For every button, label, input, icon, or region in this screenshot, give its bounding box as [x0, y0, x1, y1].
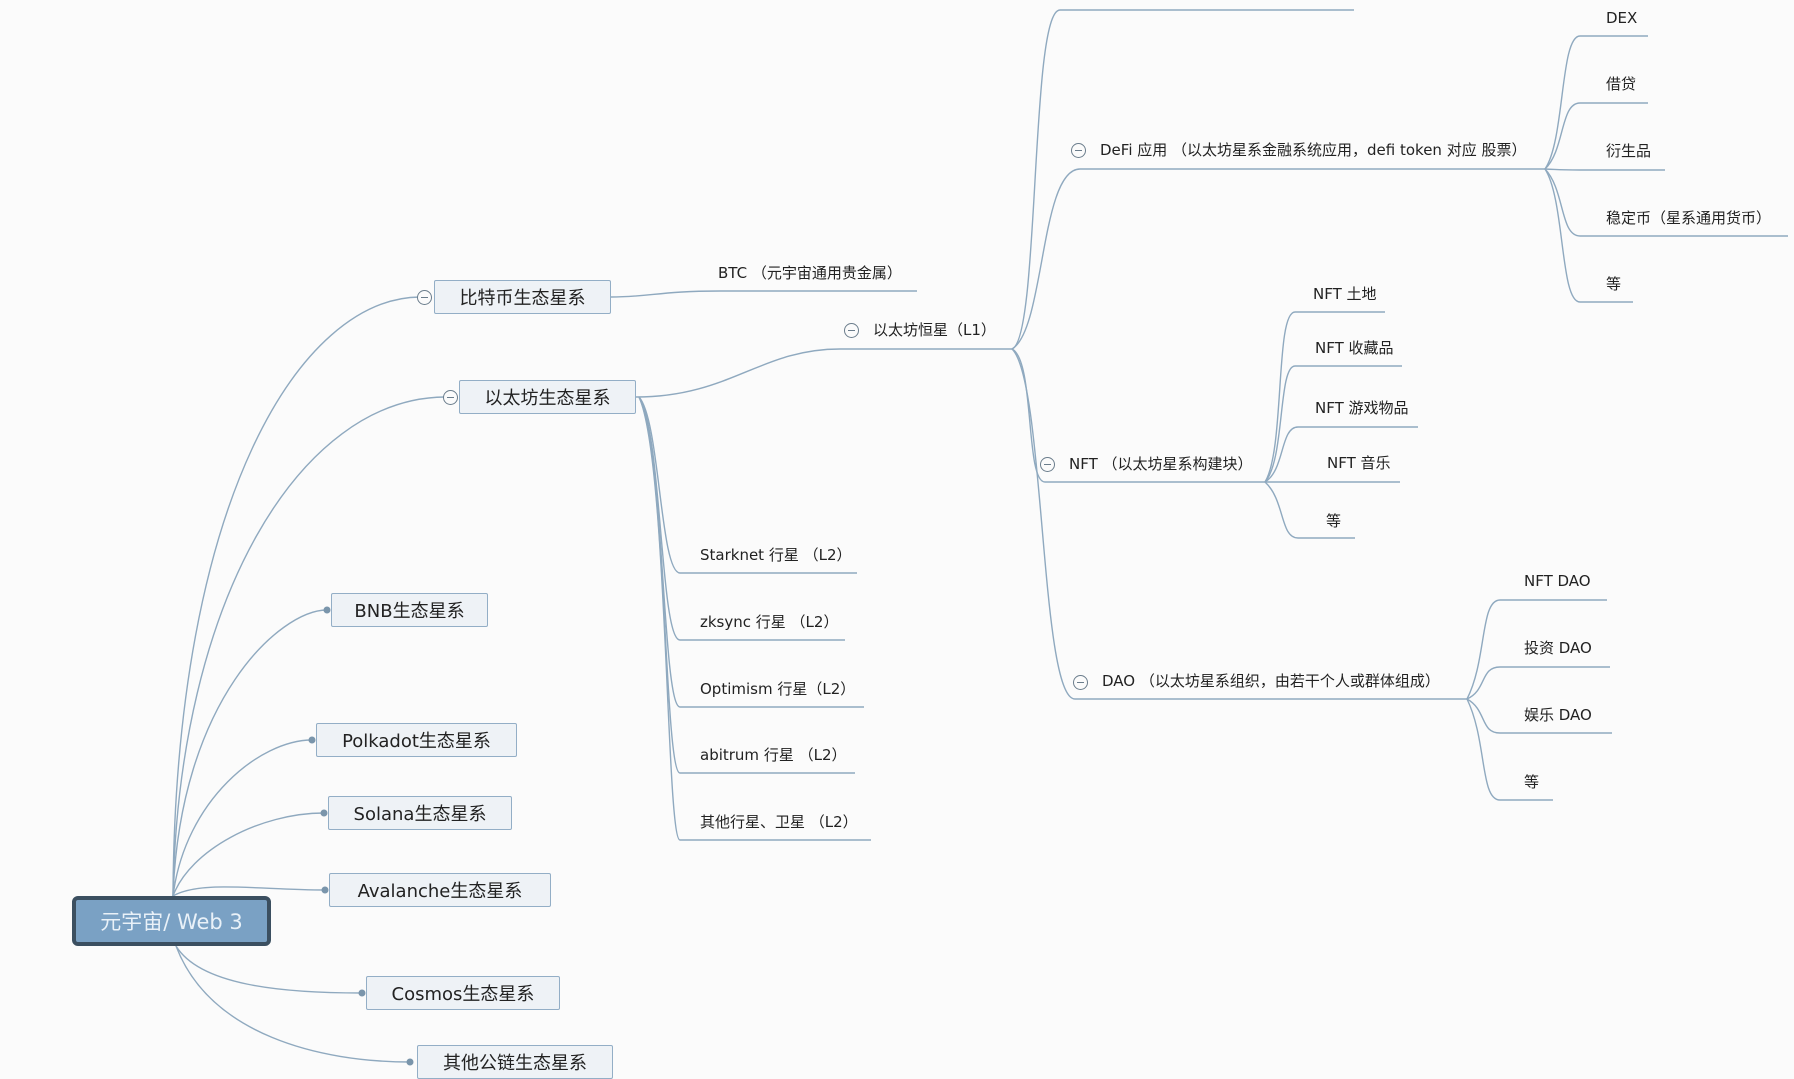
- connector-dot: [320, 809, 328, 817]
- branch-solana[interactable]: Solana生态星系: [328, 796, 512, 830]
- branch-polkadot[interactable]: Polkadot生态星系: [316, 723, 517, 757]
- collapse-toggle-icon[interactable]: [1071, 143, 1086, 158]
- branch-bnb[interactable]: BNB生态星系: [331, 593, 488, 627]
- connector: [175, 945, 363, 994]
- connector: [1544, 168, 1633, 303]
- topic-l2[interactable]: 其他行星、卫星 （L2）: [700, 813, 858, 831]
- connector: [638, 396, 855, 774]
- collapse-toggle-icon[interactable]: [844, 323, 859, 338]
- topic-dao-item[interactable]: 娱乐 DAO: [1524, 706, 1592, 724]
- topic-defi-item[interactable]: 等: [1606, 275, 1622, 293]
- connector: [1011, 348, 1265, 483]
- connector: [1544, 168, 1665, 171]
- collapse-toggle-icon[interactable]: [1073, 675, 1088, 690]
- topic-l2[interactable]: abitrum 行星 （L2）: [700, 746, 847, 764]
- connector: [1264, 365, 1402, 483]
- collapse-toggle-icon[interactable]: [443, 390, 458, 405]
- topic-btc[interactable]: BTC （元宇宙通用贵金属）: [718, 264, 902, 282]
- branch-cosmos[interactable]: Cosmos生态星系: [366, 976, 560, 1010]
- topic-defi-item[interactable]: 稳定币（星系通用货币）: [1606, 209, 1772, 227]
- topic-defi-item[interactable]: 借贷: [1606, 75, 1637, 93]
- connector: [172, 812, 325, 897]
- branch-label: Cosmos生态星系: [391, 984, 535, 1005]
- branch-label: 比特币生态星系: [459, 288, 586, 309]
- topic-dao-item[interactable]: 等: [1524, 773, 1540, 791]
- topic-l2[interactable]: zksync 行星 （L2）: [700, 613, 839, 631]
- connector-dot: [406, 1058, 414, 1066]
- collapse-toggle-icon[interactable]: [1040, 457, 1055, 472]
- connector: [1011, 9, 1354, 350]
- connector: [1466, 599, 1607, 700]
- connector: [610, 290, 917, 298]
- connector: [172, 886, 326, 897]
- connector-dot: [323, 606, 331, 614]
- topic-l2[interactable]: Starknet 行星 （L2）: [700, 546, 852, 564]
- branch-btc[interactable]: 比特币生态星系: [434, 280, 611, 314]
- connector: [175, 945, 411, 1063]
- connector-dot: [308, 736, 316, 744]
- connector: [1011, 348, 1467, 700]
- branch-eth[interactable]: 以太坊生态星系: [459, 380, 636, 414]
- connector: [1011, 168, 1545, 350]
- branch-label: 以太坊生态星系: [484, 388, 611, 409]
- branch-label: BNB生态星系: [354, 601, 465, 622]
- connector: [172, 296, 421, 897]
- branch-label: 其他公链生态星系: [443, 1053, 587, 1074]
- connector: [1544, 102, 1648, 170]
- connector: [1466, 666, 1610, 700]
- root-label: 元宇宙/ Web 3: [100, 910, 243, 934]
- topic-nft-item[interactable]: 等: [1326, 512, 1342, 530]
- connector: [1466, 698, 1612, 734]
- connector: [1544, 35, 1648, 170]
- branch-other[interactable]: 其他公链生态星系: [417, 1045, 613, 1079]
- topic-defi-item[interactable]: 衍生品: [1606, 142, 1652, 160]
- topic-dao-item[interactable]: NFT DAO: [1524, 572, 1591, 590]
- connector: [638, 396, 871, 841]
- topic-nft-item[interactable]: NFT 收藏品: [1315, 339, 1394, 357]
- connector: [1466, 698, 1553, 801]
- connector: [638, 396, 857, 574]
- connector: [1544, 168, 1788, 237]
- branch-label: Solana生态星系: [353, 804, 487, 825]
- branch-label: Avalanche生态星系: [357, 881, 523, 902]
- topic-defi-item[interactable]: DEX: [1606, 9, 1638, 27]
- connector-dot: [358, 989, 366, 997]
- topic-nft-item[interactable]: NFT 音乐: [1327, 454, 1391, 472]
- topic-defi[interactable]: DeFi 应用 （以太坊星系金融系统应用，defi token 对应 股票）: [1100, 141, 1527, 159]
- topic-dao[interactable]: DAO （以太坊星系组织，由若干个人或群体组成）: [1102, 672, 1440, 690]
- topic-nft-item[interactable]: NFT 游戏物品: [1315, 399, 1409, 417]
- connector: [1264, 426, 1418, 483]
- connector: [635, 348, 1012, 398]
- branch-label: Polkadot生态星系: [342, 731, 491, 752]
- connector: [1264, 481, 1355, 539]
- connector: [1264, 311, 1385, 483]
- connector: [172, 739, 313, 897]
- branch-avalanche[interactable]: Avalanche生态星系: [329, 873, 551, 907]
- connector: [172, 396, 446, 897]
- connector: [638, 396, 845, 641]
- connector: [172, 609, 328, 897]
- topic-nft[interactable]: NFT （以太坊星系构建块）: [1069, 455, 1253, 473]
- collapse-toggle-icon[interactable]: [417, 290, 432, 305]
- topic-nft-item[interactable]: NFT 土地: [1313, 285, 1377, 303]
- topic-dao-item[interactable]: 投资 DAO: [1524, 639, 1592, 657]
- topic-eth-l1[interactable]: 以太坊恒星（L1）: [873, 321, 996, 339]
- connector-dot: [321, 886, 329, 894]
- topic-l2[interactable]: Optimism 行星（L2）: [700, 680, 856, 698]
- root-node[interactable]: 元宇宙/ Web 3: [72, 896, 271, 946]
